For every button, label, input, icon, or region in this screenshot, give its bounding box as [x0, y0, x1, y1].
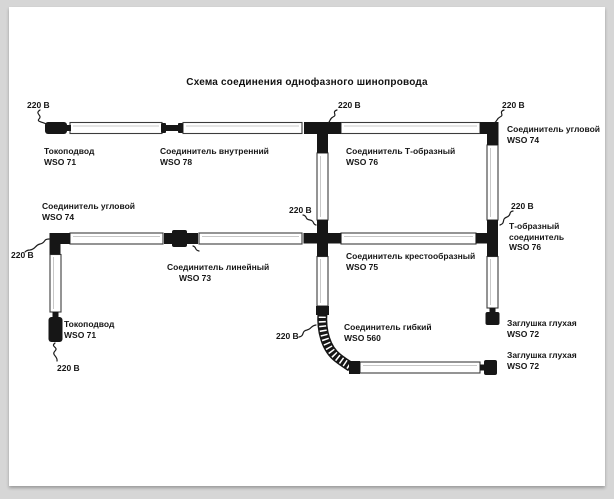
component-name: Заглушка глухая [507, 318, 577, 328]
component-model: WSO 74 [507, 134, 540, 145]
label-t-connector-right: Т-образный соединитель WSO 76 [509, 221, 564, 253]
flexible-fitting-end [349, 361, 360, 374]
component-model: WSO 75 [346, 261, 379, 272]
feed-connector-bottom [48, 312, 63, 342]
track-bottom [359, 361, 481, 374]
power-wire-t-top [327, 109, 338, 124]
component-name: Соединитель угловой [507, 124, 600, 134]
flexible-hose-ribs [318, 311, 353, 370]
label-flexible-connector: Соединитель гибкий WSO 560 [344, 322, 432, 343]
component-model: WSO 78 [160, 156, 193, 167]
flexible-fitting-top [316, 306, 329, 315]
component-model: WSO 71 [44, 156, 77, 167]
power-wire-feed-bottom [52, 342, 58, 362]
component-name: Соединитель гибкий [344, 322, 432, 332]
linear-connector [164, 230, 198, 247]
connectors [45, 122, 500, 375]
track-mid-middle [198, 232, 303, 245]
track-top-right [340, 121, 481, 135]
voltage-label-bottom-left: 220 В [57, 363, 80, 373]
component-model: WSO 72 [507, 360, 540, 371]
voltage-label-right-middle: 220 В [511, 201, 534, 211]
label-feed-bottom: Токоподвод WSO 71 [64, 319, 114, 340]
component-name-line1: Т-образный [509, 221, 560, 231]
power-wire-corner-left [24, 238, 50, 253]
label-internal-connector: Соединитель внутренний WSO 78 [160, 146, 269, 167]
end-cap-right [485, 308, 500, 325]
cross-connector [303, 220, 342, 257]
voltage-label-center: 220 В [289, 205, 312, 215]
power-wire-linear [192, 245, 200, 252]
voltage-label-top-center: 220 В [338, 100, 361, 110]
component-name: Заглушка глухая [507, 350, 577, 360]
component-model: WSO 76 [346, 156, 379, 167]
power-wire-t-right [499, 210, 514, 226]
flexible-connector [316, 306, 360, 374]
t-connector-right [475, 220, 498, 257]
label-cross-connector: Соединитель крестообразный WSO 75 [346, 251, 475, 272]
component-model: WSO 72 [507, 328, 540, 339]
power-wire-feed-top [37, 109, 49, 126]
power-wire-cross [302, 214, 317, 226]
label-end-cap-bottom: Заглушка глухая WSO 72 [507, 350, 577, 371]
power-wires [24, 109, 514, 362]
component-name: Токоподвод [64, 319, 115, 329]
corner-connector-top-right [480, 122, 499, 145]
label-linear-connector: Соединитель линейный WSO 73 [167, 262, 269, 283]
track-left-lower [49, 253, 62, 313]
label-t-connector-top: Соединитель Т-образный WSO 76 [346, 146, 455, 167]
t-connector-top [304, 122, 341, 153]
track-mid-right [340, 232, 477, 245]
track-top-left [69, 121, 163, 135]
component-name: Соединитель линейный [167, 262, 270, 272]
track-top-middle [182, 121, 303, 135]
component-model: WSO 76 [509, 242, 542, 252]
power-wire-corner-right [493, 109, 505, 124]
voltage-label-bottom-center: 220 В [276, 331, 299, 341]
component-model: WSO 74 [42, 211, 75, 222]
feed-connector-top [45, 122, 71, 134]
track-center-upper [316, 152, 329, 221]
track-right-lower [486, 255, 499, 309]
voltage-label-top-right: 220 В [502, 100, 525, 110]
label-corner-connector-left: Соединитель угловой WSO 74 [42, 201, 135, 222]
track-segments [49, 121, 499, 374]
track-center-lower [316, 255, 329, 307]
component-name-line2: соединитель [509, 231, 565, 242]
power-wire-flexible [298, 324, 317, 338]
label-feed-top: Токоподвод WSO 71 [44, 146, 94, 167]
page-title: Схема соединения однофазного шинопровода [186, 77, 428, 88]
voltage-label-left-middle: 220 В [11, 250, 34, 260]
track-right-upper [486, 144, 499, 221]
component-name: Токоподвод [44, 146, 95, 156]
component-name: Соединитель угловой [42, 201, 135, 211]
component-model: WSO 73 [179, 272, 212, 283]
component-model: WSO 560 [344, 332, 381, 343]
component-name: Соединитель крестообразный [346, 251, 476, 261]
component-model: WSO 71 [64, 329, 97, 340]
voltage-label-top-left: 220 В [27, 100, 50, 110]
component-name: Соединитель Т-образный [346, 146, 456, 156]
label-corner-connector-right: Соединитель угловой WSO 74 [507, 124, 600, 145]
diagram-panel [9, 7, 605, 486]
end-cap-bottom [480, 360, 497, 375]
corner-connector-left [49, 233, 70, 255]
track-mid-left [69, 232, 164, 245]
internal-connector [161, 123, 183, 133]
track-slot-lines [53, 125, 491, 366]
component-name: Соединитель внутренний [160, 146, 269, 156]
label-end-cap-right: Заглушка глухая WSO 72 [507, 318, 577, 339]
